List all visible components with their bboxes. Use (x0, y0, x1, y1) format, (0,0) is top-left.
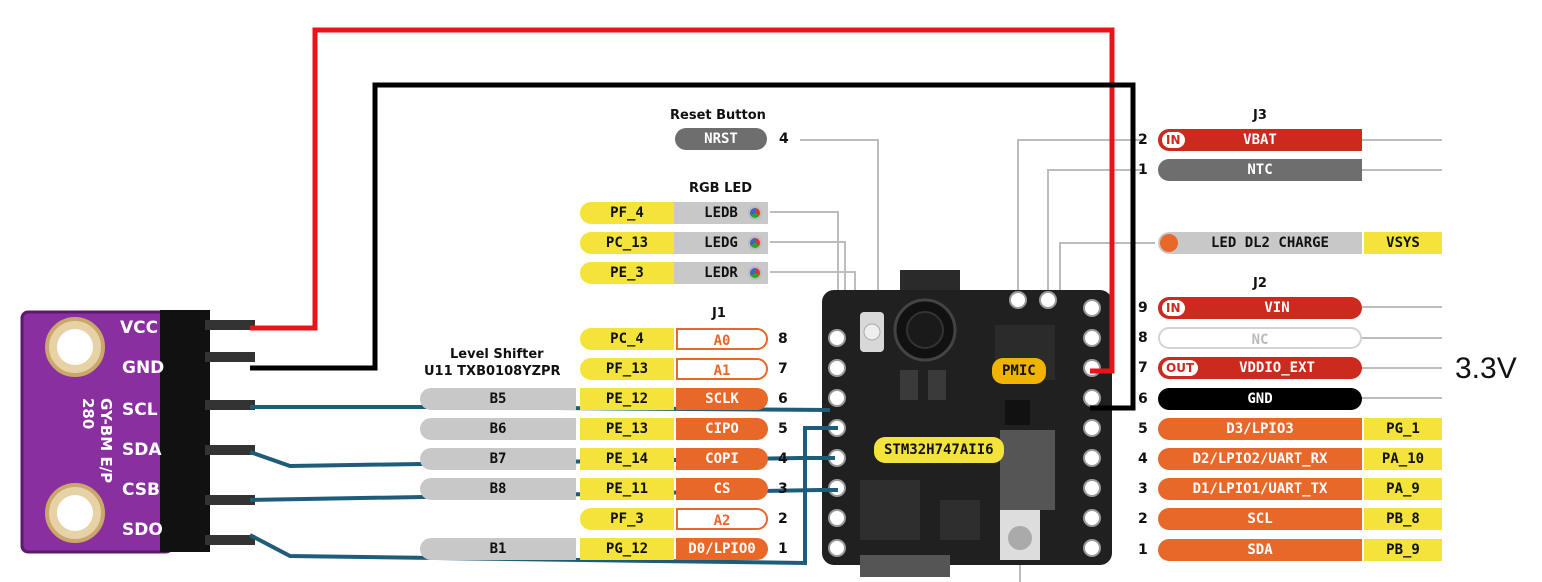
rgb-led-icon (748, 266, 762, 280)
j2-function-label: NC (1158, 327, 1362, 349)
j2-pin-number: 1 (1138, 542, 1148, 558)
sensor-pin-sdo: SDO (122, 520, 163, 540)
level-shifter-part: U11 TXB0108YZPR (424, 364, 561, 379)
sensor-board-text: GY-BM E/P 280 (79, 398, 115, 484)
j2-function-label: D3/LPIO3 (1158, 418, 1362, 440)
j2-port-label: PB_8 (1364, 508, 1442, 530)
j1-pin-number: 2 (778, 511, 788, 527)
j2-pin-number: 9 (1138, 300, 1148, 316)
j1-pin-number: 6 (778, 391, 788, 407)
gnd-wire (250, 82, 1136, 411)
j2-function-label: SCL (1158, 508, 1362, 530)
j1-title: J1 (712, 306, 726, 321)
j1-function-label: A0 (676, 328, 768, 350)
j3-ntc: NTC (1158, 159, 1362, 181)
j2-function-label: VDDIO_EXT (1158, 357, 1362, 379)
j1-pin-number: 3 (778, 481, 788, 497)
j1-port-label: PC_4 (580, 328, 674, 350)
j1-port-label: PF_3 (580, 508, 674, 530)
j2-function-label: VIN (1158, 297, 1362, 319)
j1-port-label: PE_11 (580, 478, 674, 500)
bmp280-sensor-module (20, 310, 255, 554)
j2-pin-number: 7 (1138, 360, 1148, 376)
j3-title: J3 (1253, 108, 1267, 123)
level-shifter-channel: B6 (420, 418, 576, 440)
j1-function-label: CIPO (676, 418, 768, 440)
j2-function-label: D1/LPIO1/UART_TX (1158, 478, 1362, 500)
level-shifter-channel: B5 (420, 388, 576, 410)
rgb-port-r: PE_3 (580, 262, 674, 284)
j1-pin-number: 8 (778, 331, 788, 347)
j1-port-label: PE_12 (580, 388, 674, 410)
j2-function-label: D2/LPIO2/UART_RX (1158, 448, 1362, 470)
j1-function-label: A2 (676, 508, 768, 530)
rgb-led-g: LEDG (674, 232, 768, 254)
j1-function-label: SCLK (676, 388, 768, 410)
j2-port-label: PB_9 (1364, 539, 1442, 561)
j2-function-label: SDA (1158, 539, 1362, 561)
vcc-wire (250, 27, 1115, 374)
j2-port-label: PA_10 (1364, 448, 1442, 470)
led-dl2-label: LED DL2 CHARGE (1158, 232, 1362, 254)
sensor-pin-vcc: VCC (120, 318, 159, 338)
j1-pin-number: 1 (778, 541, 788, 557)
j2-pin-number: 3 (1138, 481, 1148, 497)
level-shifter-title: Level Shifter (450, 347, 544, 362)
j2-pin-number: 6 (1138, 391, 1148, 407)
j2-port-label: PA_9 (1364, 478, 1442, 500)
rgb-led-icon (748, 236, 762, 250)
j2-port-label: PG_1 (1364, 418, 1442, 440)
j2-pin-number: 2 (1138, 511, 1148, 527)
output-badge: OUT (1160, 358, 1201, 378)
j2-title: J2 (1253, 276, 1267, 291)
reset-title: Reset Button (670, 108, 766, 123)
voltage-annotation: 3.3V (1455, 352, 1517, 385)
input-badge: IN (1160, 298, 1187, 318)
j3-pin-2: 2 (1138, 132, 1148, 148)
rgb-led-r: LEDR (674, 262, 768, 284)
j1-pin-number: 5 (778, 421, 788, 437)
level-shifter-channel: B8 (420, 478, 576, 500)
j2-pin-number: 8 (1138, 330, 1148, 346)
nrst-label: NRST (675, 128, 767, 150)
j3-pin-1: 1 (1138, 162, 1148, 178)
j1-function-label: CS (676, 478, 768, 500)
rgb-title: RGB LED (689, 181, 753, 196)
j1-pin-number: 7 (778, 361, 788, 377)
led-icon (1160, 234, 1178, 252)
mcu-label: STM32H747AII6 (874, 437, 1004, 463)
j2-pin-number: 4 (1138, 451, 1148, 467)
nrst-pin: 4 (779, 131, 789, 147)
j2-pin-number: 5 (1138, 421, 1148, 437)
level-shifter-channel: B7 (420, 448, 576, 470)
j1-port-label: PE_13 (580, 418, 674, 440)
sensor-pin-scl: SCL (122, 400, 158, 420)
rgb-port-b: PF_4 (580, 202, 674, 224)
rgb-port-g: PC_13 (580, 232, 674, 254)
vsys-label: VSYS (1364, 232, 1442, 254)
arduino-board (822, 270, 1112, 577)
level-shifter-channel: B1 (420, 538, 576, 560)
j1-pin-number: 4 (778, 451, 788, 467)
sensor-pin-sda: SDA (122, 440, 162, 460)
sensor-pin-gnd: GND (122, 358, 165, 378)
rgb-led-b: LEDB (674, 202, 768, 224)
pmic-label: PMIC (992, 358, 1046, 384)
j1-port-label: PE_14 (580, 448, 674, 470)
rgb-led-icon (748, 206, 762, 220)
j1-function-label: D0/LPIO0 (676, 538, 768, 560)
sensor-pin-csb: CSB (122, 480, 160, 500)
j1-function-label: COPI (676, 448, 768, 470)
input-badge: IN (1160, 130, 1187, 150)
j3-vbat: VBAT (1158, 129, 1362, 151)
j1-function-label: A1 (676, 358, 768, 380)
j1-port-label: PF_13 (580, 358, 674, 380)
j2-function-label: GND (1158, 388, 1362, 410)
j1-port-label: PG_12 (580, 538, 674, 560)
